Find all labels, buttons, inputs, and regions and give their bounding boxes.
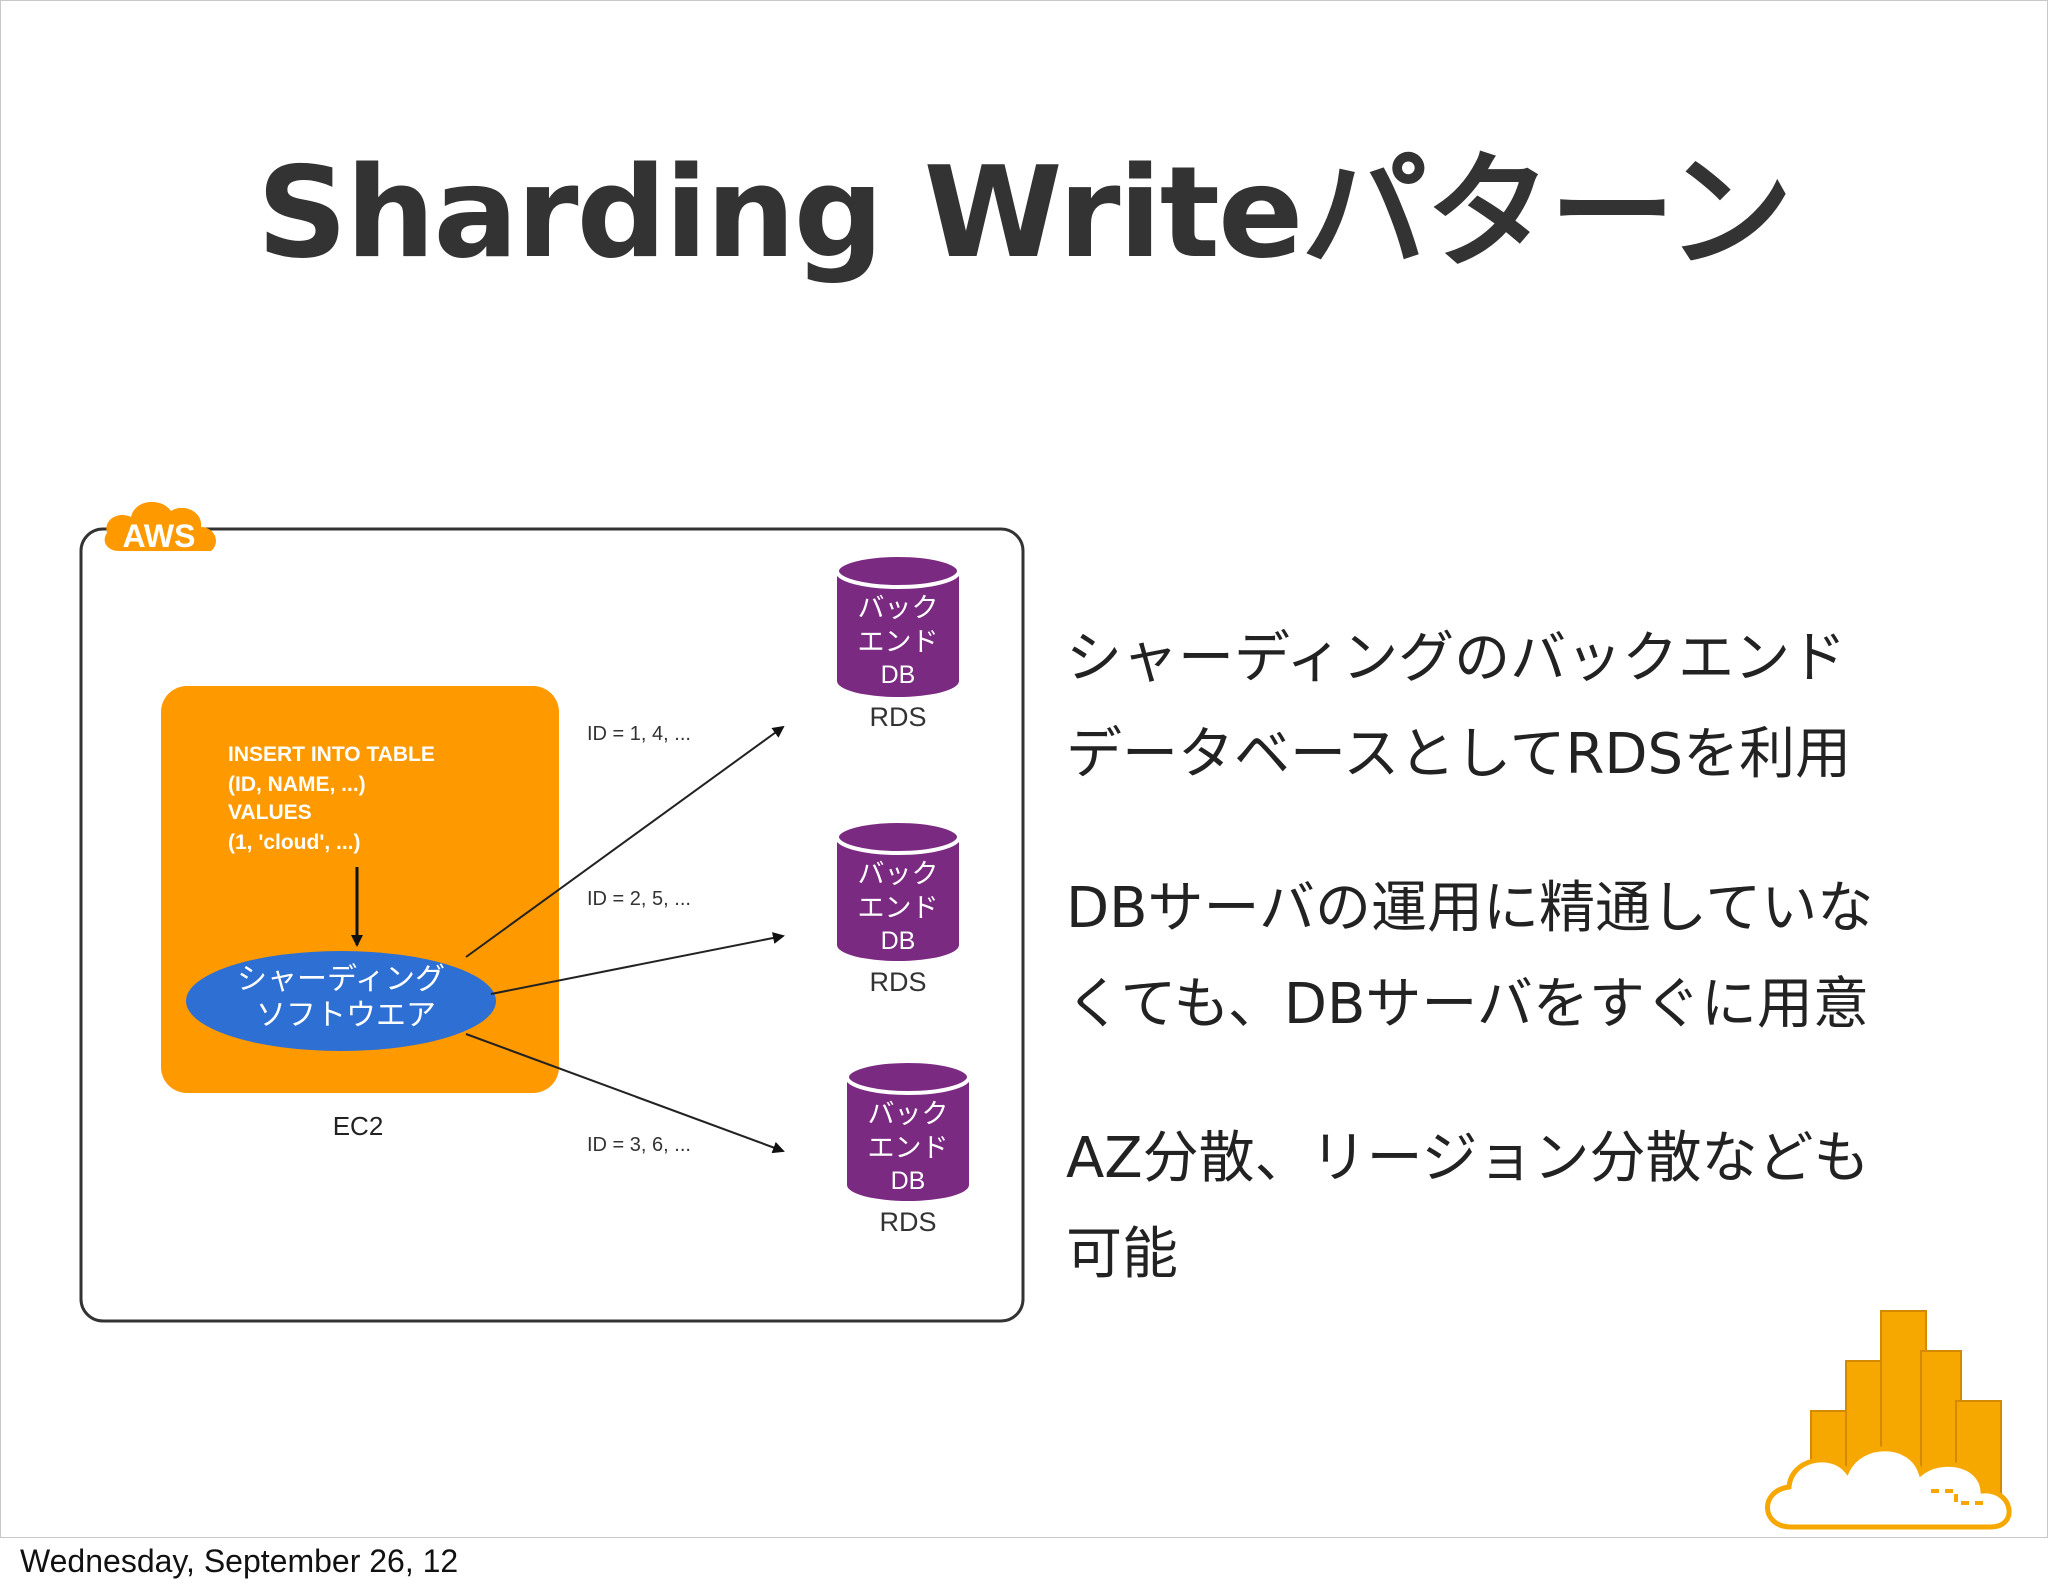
bullet-line: シャーディングのバックエンド	[1066, 626, 1847, 691]
route-label: ID = 2, 5, ...	[587, 888, 691, 910]
bullet-line: 可能	[1066, 1222, 1178, 1287]
bullet-line: くても、DBサーバをすぐに用意	[1066, 972, 1869, 1037]
rds-label: RDS	[869, 967, 926, 997]
slide: Sharding Writeパターン AWS EC2 INSERT INTO T…	[0, 0, 2048, 1538]
bullet-item: シャーディングのバックエンド データベースとしてRDSを利用	[1066, 611, 2026, 803]
sql-line: (ID, NAME, ...)	[228, 773, 366, 796]
db-label: DB	[881, 927, 916, 955]
db-label: バック	[858, 859, 939, 890]
db-label: エンド	[868, 1133, 949, 1164]
aws-cloud-icon: AWS	[104, 501, 216, 554]
bullet-line: DBサーバの運用に精通していな	[1066, 876, 1874, 941]
db-label: バック	[868, 1099, 949, 1130]
route-label: ID = 3, 6, ...	[587, 1134, 691, 1156]
db-label: DB	[881, 661, 916, 689]
db-label: エンド	[858, 627, 939, 658]
bullet-item: AZ分散、リージョン分散なども 可能	[1066, 1111, 2026, 1303]
arrow-icon	[490, 932, 785, 995]
city-cloud-logo-icon	[1765, 1310, 2012, 1530]
route-label: ID = 1, 4, ...	[587, 723, 691, 745]
page-title: Sharding Writeパターン	[256, 139, 1793, 286]
database-cylinder-icon: バック エンド DB	[835, 553, 961, 697]
arrow-icon	[465, 1033, 785, 1154]
sql-line: INSERT INTO TABLE	[228, 743, 435, 766]
bullet-list: シャーディングのバックエンド データベースとしてRDSを利用 DBサーバの運用に…	[1066, 611, 2026, 1361]
rds-label: RDS	[879, 1207, 936, 1237]
db-label: DB	[891, 1167, 926, 1195]
arrow-icon	[465, 725, 785, 958]
sharding-software-ellipse	[186, 951, 496, 1051]
architecture-diagram: AWS EC2 INSERT INTO TABLE (ID, NAME, ...…	[79, 501, 1025, 1323]
bullet-item: DBサーバの運用に精通していな くても、DBサーバをすぐに用意	[1066, 861, 2026, 1053]
ec2-label: EC2	[333, 1111, 384, 1141]
bullet-line: データベースとしてRDSを利用	[1066, 722, 1852, 787]
db-label: バック	[858, 593, 939, 624]
sql-line: (1, 'cloud', ...)	[228, 831, 361, 854]
database-cylinder-icon: バック エンド DB	[835, 819, 961, 961]
software-line: シャーディング	[237, 962, 445, 997]
software-line: ソフトウエア	[256, 998, 436, 1033]
bullet-line: AZ分散、リージョン分散なども	[1066, 1126, 1870, 1191]
sql-line: VALUES	[228, 801, 312, 824]
footer-date: Wednesday, September 26, 12	[20, 1543, 459, 1579]
aws-label: AWS	[123, 518, 196, 554]
rds-label: RDS	[869, 702, 926, 732]
db-label: エンド	[858, 893, 939, 924]
database-cylinder-icon: バック エンド DB	[845, 1059, 971, 1201]
